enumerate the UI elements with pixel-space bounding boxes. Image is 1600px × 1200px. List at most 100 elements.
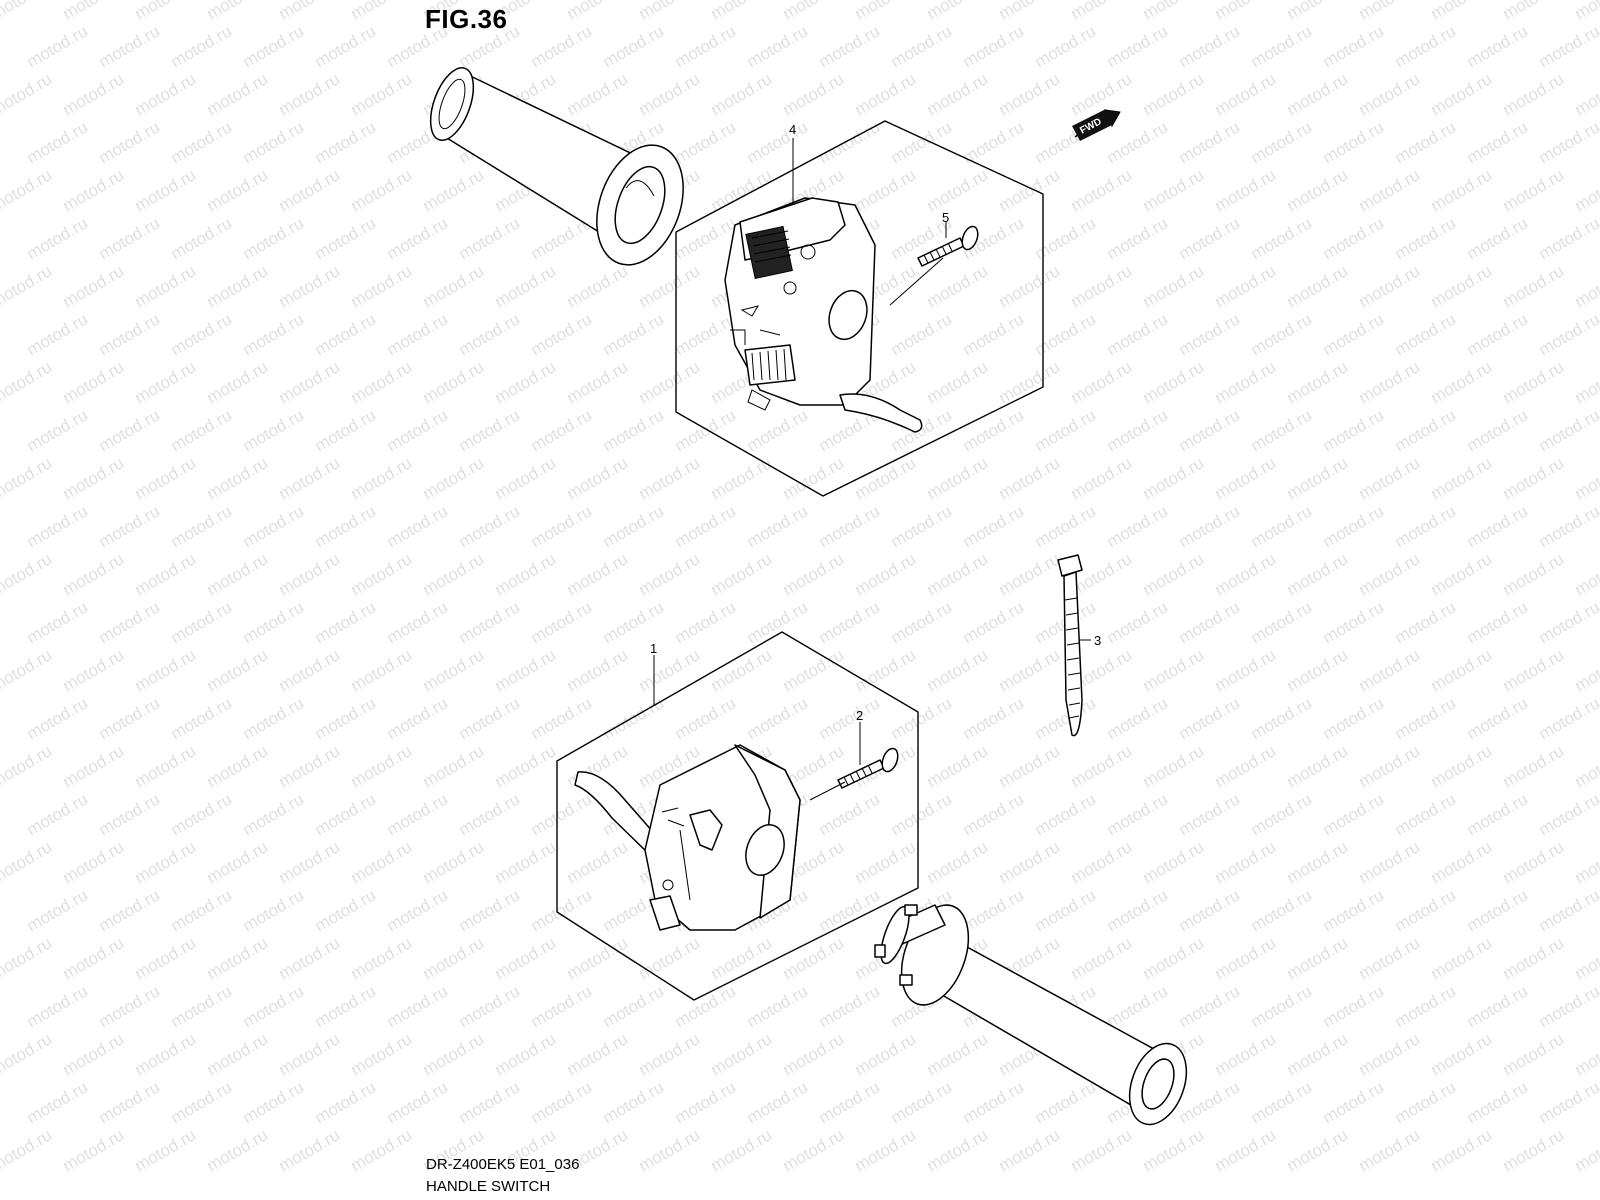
watermark-text: motod.ru (1392, 885, 1460, 935)
watermark-text: motod.ru (456, 693, 524, 743)
watermark-text: motod.ru (456, 885, 524, 935)
watermark-text: motod.ru (0, 549, 55, 599)
watermark-text: motod.ru (1176, 597, 1244, 647)
watermark-text: motod.ru (276, 261, 344, 311)
watermark-text: motod.ru (348, 261, 416, 311)
left-handle-switch-frame (556, 631, 919, 1001)
watermark-text: motod.ru (60, 933, 128, 983)
watermark-text: motod.ru (384, 789, 452, 839)
watermark-text: motod.ru (888, 693, 956, 743)
watermark-text: motod.ru (744, 693, 812, 743)
watermark-text: motod.ru (96, 597, 164, 647)
leader-lines (653, 138, 1091, 801)
watermark-text: motod.ru (1464, 213, 1532, 263)
watermark-text: motod.ru (1572, 741, 1600, 791)
watermark-text: motod.ru (1428, 0, 1496, 23)
watermark-text: motod.ru (60, 357, 128, 407)
watermark-text: motod.ru (276, 165, 344, 215)
watermark-text: motod.ru (1140, 165, 1208, 215)
watermark-text: motod.ru (276, 645, 344, 695)
watermark-text: motod.ru (924, 261, 992, 311)
watermark-text: motod.ru (24, 597, 92, 647)
watermark-text: motod.ru (1212, 357, 1280, 407)
watermark-text: motod.ru (744, 597, 812, 647)
watermark-text: motod.ru (924, 357, 992, 407)
watermark-text: motod.ru (600, 501, 668, 551)
watermark-text: motod.ru (240, 693, 308, 743)
watermark-text: motod.ru (1500, 645, 1568, 695)
watermark-text: motod.ru (1356, 645, 1424, 695)
watermark-text: motod.ru (276, 357, 344, 407)
watermark-text: motod.ru (1500, 741, 1568, 791)
callout-3: 3 (1094, 633, 1101, 648)
watermark-text: motod.ru (1176, 405, 1244, 455)
watermark-text: motod.ru (708, 69, 776, 119)
watermark-text: motod.ru (204, 549, 272, 599)
watermark-text: motod.ru (600, 405, 668, 455)
watermark-text: motod.ru (852, 69, 920, 119)
watermark-text: motod.ru (1572, 1125, 1600, 1175)
watermark-text: motod.ru (1320, 693, 1388, 743)
watermark-text: motod.ru (852, 1125, 920, 1175)
watermark-text: motod.ru (204, 741, 272, 791)
watermark-text: motod.ru (960, 21, 1028, 71)
watermark-text: motod.ru (1392, 309, 1460, 359)
watermark-text: motod.ru (744, 117, 812, 167)
watermark-text: motod.ru (1464, 981, 1532, 1031)
watermark-text: motod.ru (852, 645, 920, 695)
watermark-text: motod.ru (420, 741, 488, 791)
watermark-text: motod.ru (132, 1029, 200, 1079)
watermark-text: motod.ru (168, 309, 236, 359)
watermark-text: motod.ru (168, 885, 236, 935)
watermark-text: motod.ru (1428, 261, 1496, 311)
watermark-text: motod.ru (1284, 357, 1352, 407)
watermark-text: motod.ru (1572, 357, 1600, 407)
watermark-text: motod.ru (1032, 213, 1100, 263)
watermark-text: motod.ru (132, 165, 200, 215)
watermark-text: motod.ru (1392, 1077, 1460, 1127)
watermark-text: motod.ru (1140, 69, 1208, 119)
watermark-text: motod.ru (744, 405, 812, 455)
watermark-text: motod.ru (132, 549, 200, 599)
watermark-text: motod.ru (384, 309, 452, 359)
watermark-text: motod.ru (240, 213, 308, 263)
watermark-text: motod.ru (60, 69, 128, 119)
watermark-text: motod.ru (888, 1077, 956, 1127)
watermark-text: motod.ru (1536, 597, 1600, 647)
callout-5: 5 (942, 210, 949, 225)
watermark-text: motod.ru (1320, 309, 1388, 359)
watermark-text: motod.ru (24, 789, 92, 839)
watermark-text: motod.ru (1500, 453, 1568, 503)
watermark-text: motod.ru (24, 21, 92, 71)
watermark-text: motod.ru (1320, 117, 1388, 167)
watermark-text: motod.ru (1104, 213, 1172, 263)
watermark-text: motod.ru (564, 933, 632, 983)
watermark-text: motod.ru (888, 21, 956, 71)
watermark-text: motod.ru (636, 0, 704, 23)
watermark-text: motod.ru (204, 1125, 272, 1175)
watermark-text: motod.ru (1320, 21, 1388, 71)
watermark-text: motod.ru (708, 1029, 776, 1079)
watermark-text: motod.ru (1356, 1029, 1424, 1079)
watermark-text: motod.ru (996, 645, 1064, 695)
watermark-text: motod.ru (384, 693, 452, 743)
watermark-text: motod.ru (420, 933, 488, 983)
watermark-text: motod.ru (1212, 645, 1280, 695)
watermark-text: motod.ru (132, 645, 200, 695)
watermark-text: motod.ru (1356, 0, 1424, 23)
watermark-text: motod.ru (24, 405, 92, 455)
watermark-text: motod.ru (96, 885, 164, 935)
watermark-text: motod.ru (1392, 21, 1460, 71)
watermark-text: motod.ru (564, 837, 632, 887)
watermark-text: motod.ru (888, 309, 956, 359)
watermark-text: motod.ru (96, 117, 164, 167)
watermark-text: motod.ru (1428, 549, 1496, 599)
watermark-text: motod.ru (60, 453, 128, 503)
watermark-text: motod.ru (636, 357, 704, 407)
watermark-text: motod.ru (1392, 117, 1460, 167)
watermark-text: motod.ru (1248, 597, 1316, 647)
watermark-text: motod.ru (96, 21, 164, 71)
watermark-text: motod.ru (1032, 885, 1100, 935)
watermark-text: motod.ru (60, 261, 128, 311)
